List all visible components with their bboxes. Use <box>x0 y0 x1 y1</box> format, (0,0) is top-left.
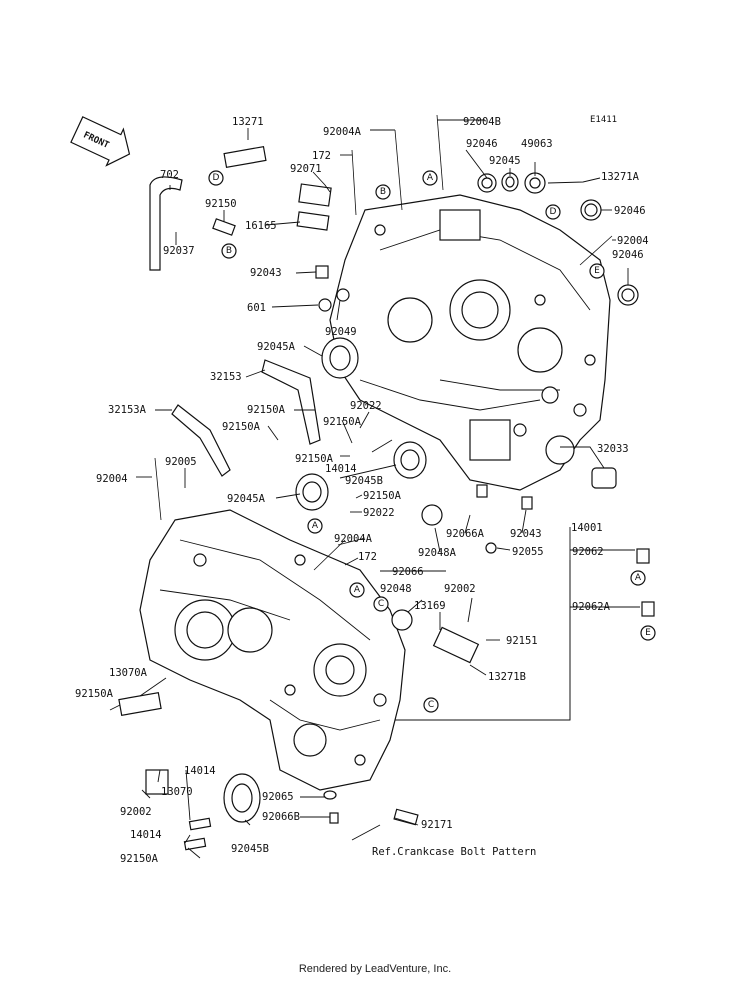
part-label-92062: 92062 <box>572 546 604 558</box>
svg-text:A: A <box>427 173 434 183</box>
callout-D-2: D <box>545 204 561 220</box>
part-label-92066B: 92066B <box>262 811 300 823</box>
part-label-14014-bottom: 14014 <box>130 829 162 841</box>
part-label-13271: 13271 <box>232 116 264 128</box>
part-label-92004A-mid: 92004A <box>334 533 373 545</box>
part-label-13070: 13070 <box>161 786 193 798</box>
part-label-92066A: 92066A <box>446 528 485 540</box>
part-label-14014-top: 14014 <box>325 463 357 475</box>
part-label-92046-mid: 92046 <box>614 205 646 217</box>
svg-text:A: A <box>312 521 319 531</box>
part-label-92045A-top: 92045A <box>257 341 296 353</box>
svg-text:A: A <box>354 585 361 595</box>
part-label-601: 601 <box>247 302 266 314</box>
part-label-92046-low: 92046 <box>612 249 644 261</box>
part-label-14014-mid: 14014 <box>184 765 216 777</box>
upper-crankcase <box>329 194 611 491</box>
part-label-92048: 92048 <box>380 583 412 595</box>
part-label-92150A-5: 92150A <box>363 490 402 502</box>
part-label-92150A-6: 92150A <box>75 688 114 700</box>
part-label-92066: 92066 <box>392 566 424 578</box>
part-label-92004B: 92004B <box>463 116 501 128</box>
callout-B-1: B <box>221 243 237 259</box>
svg-text:D: D <box>550 207 557 217</box>
part-label-32153: 32153 <box>210 371 242 383</box>
callout-D-1: D <box>208 170 224 186</box>
callout-A-4: A <box>630 570 646 586</box>
ref-note: Ref.Crankcase Bolt Pattern <box>372 846 536 858</box>
callout-A-1: A <box>422 170 438 186</box>
svg-text:E: E <box>594 266 600 276</box>
part-label-92045B-mid: 92045B <box>345 475 383 487</box>
part-label-92022-top: 92022 <box>350 400 382 412</box>
svg-text:C: C <box>378 599 384 609</box>
diagram-code: E1411 <box>590 115 617 125</box>
part-label-92065: 92065 <box>262 791 294 803</box>
lower-crankcase <box>139 509 406 791</box>
leader-lines <box>109 119 640 859</box>
part-label-92071: 92071 <box>290 163 322 175</box>
part-label-92151: 92151 <box>506 635 538 647</box>
part-label-92043-mid: 92043 <box>510 528 542 540</box>
part-label-92037: 92037 <box>163 245 195 257</box>
part-label-92002-left: 92002 <box>120 806 152 818</box>
part-label-92046-top: 92046 <box>466 138 498 150</box>
part-label-92150A-7: 92150A <box>120 853 159 865</box>
part-label-32153A: 32153A <box>108 404 147 416</box>
part-label-14001: 14001 <box>571 522 603 534</box>
bearings <box>223 172 639 824</box>
callout-E-1: E <box>589 263 605 279</box>
part-label-92045: 92045 <box>489 155 521 167</box>
part-labels: 13271 92004A 92004B 172 92071 92046 9204… <box>75 116 649 865</box>
part-label-16165: 16165 <box>245 220 277 232</box>
part-label-92005: 92005 <box>165 456 197 468</box>
front-arrow-icon: FRONT <box>70 116 131 167</box>
svg-text:B: B <box>380 187 386 197</box>
part-label-92062A: 92062A <box>572 601 611 613</box>
part-label-92171: 92171 <box>421 819 453 831</box>
part-label-172-mid: 172 <box>358 551 377 563</box>
part-label-92049: 92049 <box>325 326 357 338</box>
part-label-92045B-bottom: 92045B <box>231 843 269 855</box>
part-label-13169: 13169 <box>414 600 446 612</box>
callout-A-3: A <box>349 582 365 598</box>
part-label-49063: 49063 <box>521 138 553 150</box>
part-label-92043-top: 92043 <box>250 267 282 279</box>
part-label-92004-left: 92004 <box>96 473 128 485</box>
part-label-92150A-1: 92150A <box>247 404 286 416</box>
part-label-92045A-mid: 92045A <box>227 493 266 505</box>
svg-text:D: D <box>213 173 220 183</box>
part-label-92004A: 92004A <box>323 126 362 138</box>
footer-credit: Rendered by LeadVenture, Inc. <box>299 963 451 975</box>
callout-B-2: B <box>375 184 391 200</box>
part-label-92048A: 92048A <box>418 547 457 559</box>
part-label-92022-mid: 92022 <box>363 507 395 519</box>
part-label-13271A: 13271A <box>601 171 640 183</box>
svg-text:B: B <box>226 246 232 256</box>
part-label-172-top: 172 <box>312 150 331 162</box>
part-label-92150A-3: 92150A <box>323 416 362 428</box>
part-label-13070A: 13070A <box>109 667 148 679</box>
callout-C-1: C <box>373 596 389 612</box>
studs-and-hoses <box>118 114 655 851</box>
part-label-92150A-2: 92150A <box>222 421 261 433</box>
callout-A-2: A <box>307 518 323 534</box>
svg-text:E: E <box>645 628 651 638</box>
callout-letters: D B B A D E A A C C A E <box>208 170 656 713</box>
callout-E-2: E <box>640 625 656 641</box>
part-label-92150A-4: 92150A <box>295 453 334 465</box>
part-label-702: 702 <box>160 169 179 181</box>
part-label-92150: 92150 <box>205 198 237 210</box>
part-label-92002-right: 92002 <box>444 583 476 595</box>
svg-text:A: A <box>635 573 642 583</box>
svg-text:C: C <box>428 700 434 710</box>
part-label-92055: 92055 <box>512 546 544 558</box>
callout-C-2: C <box>423 697 439 713</box>
part-label-13271B: 13271B <box>488 671 526 683</box>
part-label-32033: 32033 <box>597 443 629 455</box>
part-label-92004-right: 92004 <box>617 235 649 247</box>
